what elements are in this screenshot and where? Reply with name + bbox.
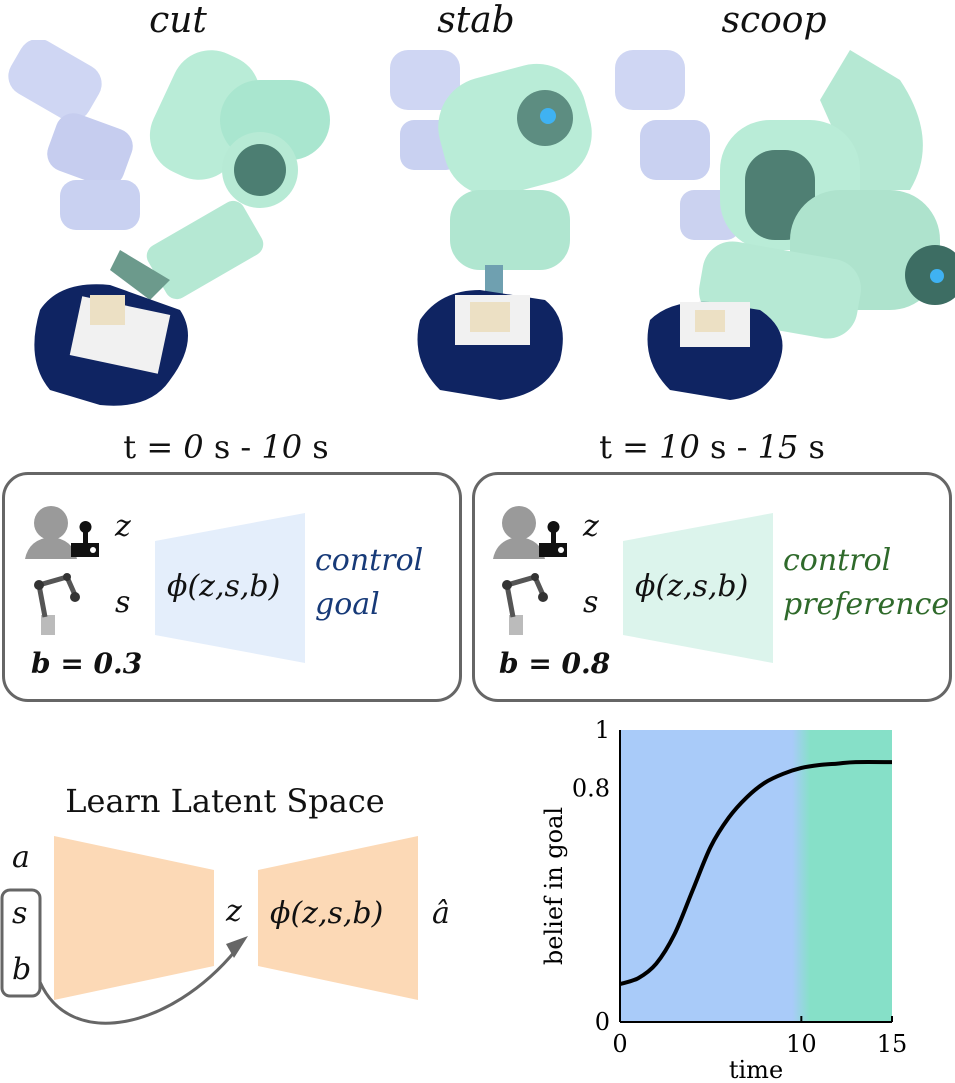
decoder-label: ϕ(z,s,b)	[635, 569, 749, 604]
input-b: b	[12, 952, 32, 987]
y-axis-label: belief in goal	[540, 807, 568, 965]
user-joystick-icon	[25, 506, 99, 559]
input-s: s	[12, 896, 28, 931]
decoder-trapezoid	[623, 513, 773, 663]
belief-value: b = 0.8	[499, 647, 611, 680]
caption-line-1: control	[783, 543, 892, 578]
skip-arrow-head	[226, 936, 248, 958]
y-tick-label: 0	[595, 1008, 610, 1036]
skip-arrow	[38, 949, 238, 1025]
var-z: z	[115, 509, 131, 544]
robot-arm-icon	[34, 573, 80, 635]
scene-scoop	[615, 50, 955, 400]
belief-curve	[619, 760, 893, 986]
latent-decoder-label: ϕ(z,s,b)	[270, 896, 384, 931]
plot-background	[620, 730, 892, 1022]
var-z: z	[583, 509, 599, 544]
preference-box: z s b = 0.8 ϕ(z,s,b) control preference	[472, 472, 952, 702]
belief-value: b = 0.3	[31, 647, 143, 680]
panel-title-scoop: scoop	[721, 0, 827, 41]
x-tick-label: 0	[612, 1030, 627, 1058]
time-label-right: t = 10 s - 15 s	[599, 428, 825, 466]
encoder-trapezoid	[54, 836, 214, 1000]
robot-scenes	[8, 40, 955, 406]
latent-z: z	[226, 894, 242, 929]
caption-line-2: preference	[783, 587, 950, 622]
y-tick-label: 1	[595, 716, 610, 744]
decoder-trapezoid	[155, 513, 305, 663]
input-a: a	[12, 840, 30, 875]
decoder-trapezoid	[258, 836, 418, 1000]
panel-title-cut: cut	[149, 0, 207, 41]
output-a-hat: â	[432, 896, 450, 931]
x-tick-label: 10	[786, 1030, 817, 1058]
state-belief-bracket	[0, 888, 42, 998]
user-joystick-icon	[493, 506, 567, 559]
robot-arm-icon	[502, 573, 548, 635]
panel-title-stab: stab	[437, 0, 515, 41]
x-tick-label: 15	[877, 1030, 908, 1058]
goal-box: z s b = 0.3 ϕ(z,s,b) control goal	[2, 472, 462, 702]
belief-chart: 0 10 15 0 0.8 1 time belief in goal	[540, 716, 908, 1082]
caption-line-1: control	[315, 543, 424, 578]
var-s: s	[115, 585, 131, 620]
scene-stab	[390, 50, 592, 400]
latent-title: Learn Latent Space	[65, 782, 385, 820]
scene-cut	[8, 40, 330, 406]
decoder-label: ϕ(z,s,b)	[167, 569, 281, 604]
y-tick-label: 0.8	[572, 774, 610, 802]
x-axis-label: time	[729, 1056, 783, 1082]
time-label-left: t = 0 s - 10 s	[123, 428, 329, 466]
latent-diagram	[0, 836, 418, 1025]
caption-line-2: goal	[315, 587, 380, 622]
var-s: s	[583, 585, 599, 620]
